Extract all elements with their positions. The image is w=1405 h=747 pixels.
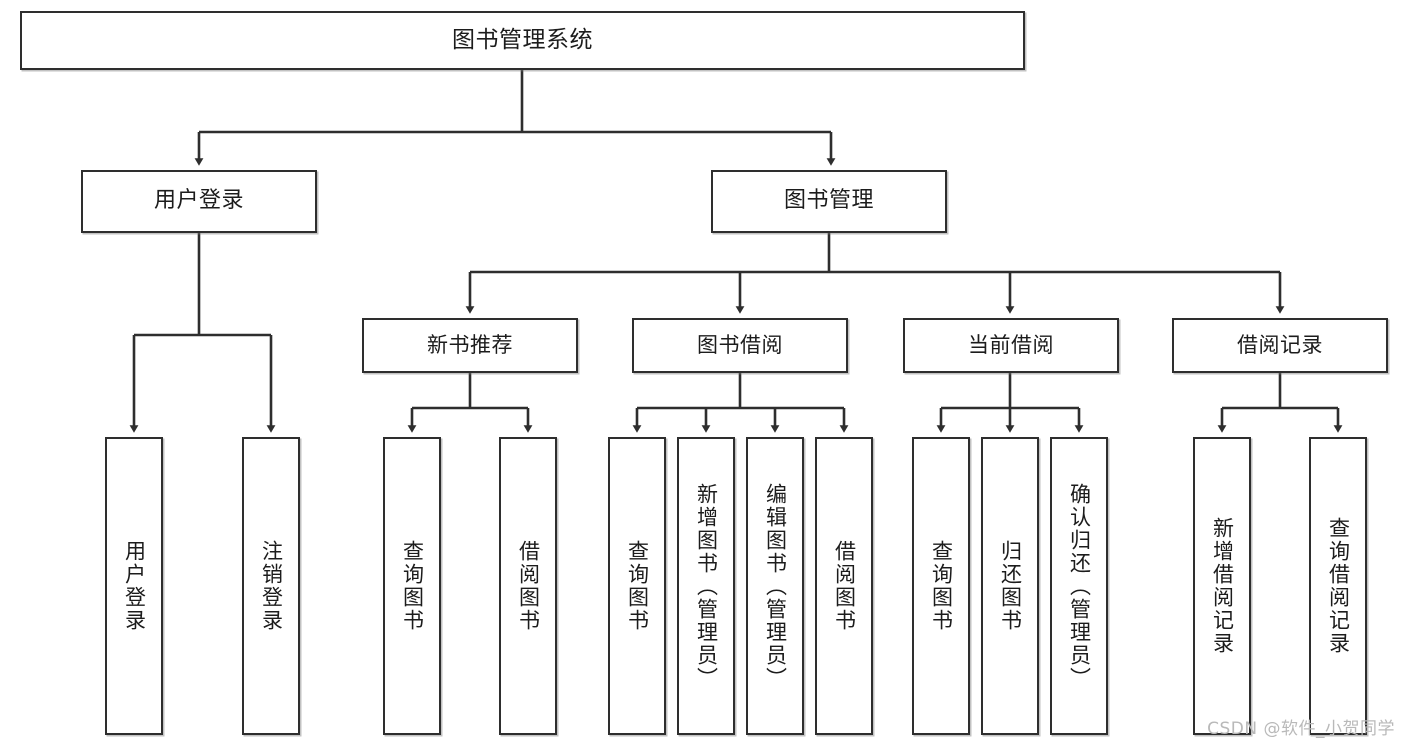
- node-leaf-borrow-book-2[interactable]: 借阅图书: [815, 437, 873, 735]
- node-new-book-recommend[interactable]: 新书推荐: [362, 318, 578, 373]
- node-borrow-record[interactable]: 借阅记录: [1172, 318, 1388, 373]
- node-label: 查询图书: [929, 540, 954, 632]
- node-label: 查询借阅记录: [1326, 517, 1351, 655]
- node-book-management[interactable]: 图书管理: [711, 170, 947, 233]
- node-current-borrow[interactable]: 当前借阅: [903, 318, 1119, 373]
- node-book-borrow[interactable]: 图书借阅: [632, 318, 848, 373]
- node-leaf-edit-book-admin[interactable]: 编辑图书（管理员）: [746, 437, 804, 735]
- node-user-login[interactable]: 用户登录: [81, 170, 317, 233]
- node-leaf-query-borrow-record[interactable]: 查询借阅记录: [1309, 437, 1367, 735]
- node-leaf-confirm-return-admin[interactable]: 确认归还（管理员）: [1050, 437, 1108, 735]
- node-label: 借阅图书: [516, 540, 541, 632]
- node-label: 用户登录: [122, 540, 147, 632]
- node-label: 当前借阅: [968, 332, 1054, 357]
- node-label: 查询图书: [400, 540, 425, 632]
- node-label: 新增借阅记录: [1210, 517, 1235, 655]
- node-label: 图书管理: [783, 188, 874, 214]
- node-label: 确认归还（管理员）: [1067, 482, 1092, 690]
- node-label: 借阅记录: [1237, 332, 1323, 357]
- node-leaf-user-login[interactable]: 用户登录: [105, 437, 163, 735]
- node-leaf-query-book-1[interactable]: 查询图书: [383, 437, 441, 735]
- node-label: 新书推荐: [427, 332, 513, 357]
- node-label: 用户登录: [153, 188, 244, 214]
- node-label: 图书管理系统: [452, 26, 593, 53]
- node-label: 编辑图书（管理员）: [763, 482, 788, 690]
- node-leaf-query-book-2[interactable]: 查询图书: [608, 437, 666, 735]
- node-leaf-add-book-admin[interactable]: 新增图书（管理员）: [677, 437, 735, 735]
- node-book-management-system[interactable]: 图书管理系统: [20, 11, 1025, 70]
- node-label: 注销登录: [259, 540, 284, 632]
- node-leaf-query-book-3[interactable]: 查询图书: [912, 437, 970, 735]
- node-label: 新增图书（管理员）: [694, 482, 719, 690]
- node-label: 借阅图书: [832, 540, 857, 632]
- node-label: 查询图书: [625, 540, 650, 632]
- node-label: 归还图书: [998, 540, 1023, 632]
- node-leaf-add-borrow-record[interactable]: 新增借阅记录: [1193, 437, 1251, 735]
- node-label: 图书借阅: [697, 332, 783, 357]
- csdn-watermark: CSDN @软件_小贺同学: [1207, 719, 1395, 739]
- node-leaf-borrow-book-1[interactable]: 借阅图书: [499, 437, 557, 735]
- node-leaf-return-book[interactable]: 归还图书: [981, 437, 1039, 735]
- node-leaf-logout-login[interactable]: 注销登录: [242, 437, 300, 735]
